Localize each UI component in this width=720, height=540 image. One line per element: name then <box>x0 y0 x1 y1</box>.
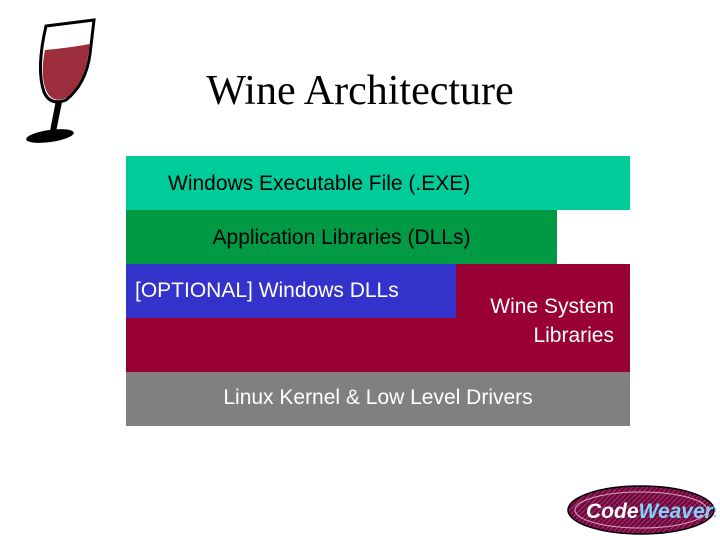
layer-windows-executable <box>126 156 630 210</box>
codeweavers-text-weavers: Weavers <box>639 500 717 523</box>
label-optional-windows-dlls: [OPTIONAL] Windows DLLs <box>135 279 399 302</box>
architecture-diagram: Windows Executable File (.EXE) Applicati… <box>126 156 630 426</box>
page-title: Wine Architecture <box>206 68 514 114</box>
label-wine-system-libraries: Wine System Libraries <box>490 292 614 350</box>
svg-text:CodeWeavers: CodeWeavers <box>586 500 716 523</box>
label-wine-system-line1: Wine System <box>490 295 614 318</box>
label-wine-system-line2: Libraries <box>533 324 614 347</box>
label-application-libraries: Application Libraries (DLLs) <box>212 226 471 249</box>
codeweavers-logo-icon: CodeWeavers <box>567 485 716 535</box>
label-linux-kernel: Linux Kernel & Low Level Drivers <box>223 386 533 409</box>
codeweavers-text-code: Code <box>586 500 639 523</box>
wine-glass-logo-icon <box>26 18 96 143</box>
layer-optional-windows-dlls <box>126 264 456 318</box>
layer-linux-kernel <box>126 372 630 426</box>
label-windows-executable: Windows Executable File (.EXE) <box>168 172 471 195</box>
layer-application-libraries <box>126 210 557 264</box>
